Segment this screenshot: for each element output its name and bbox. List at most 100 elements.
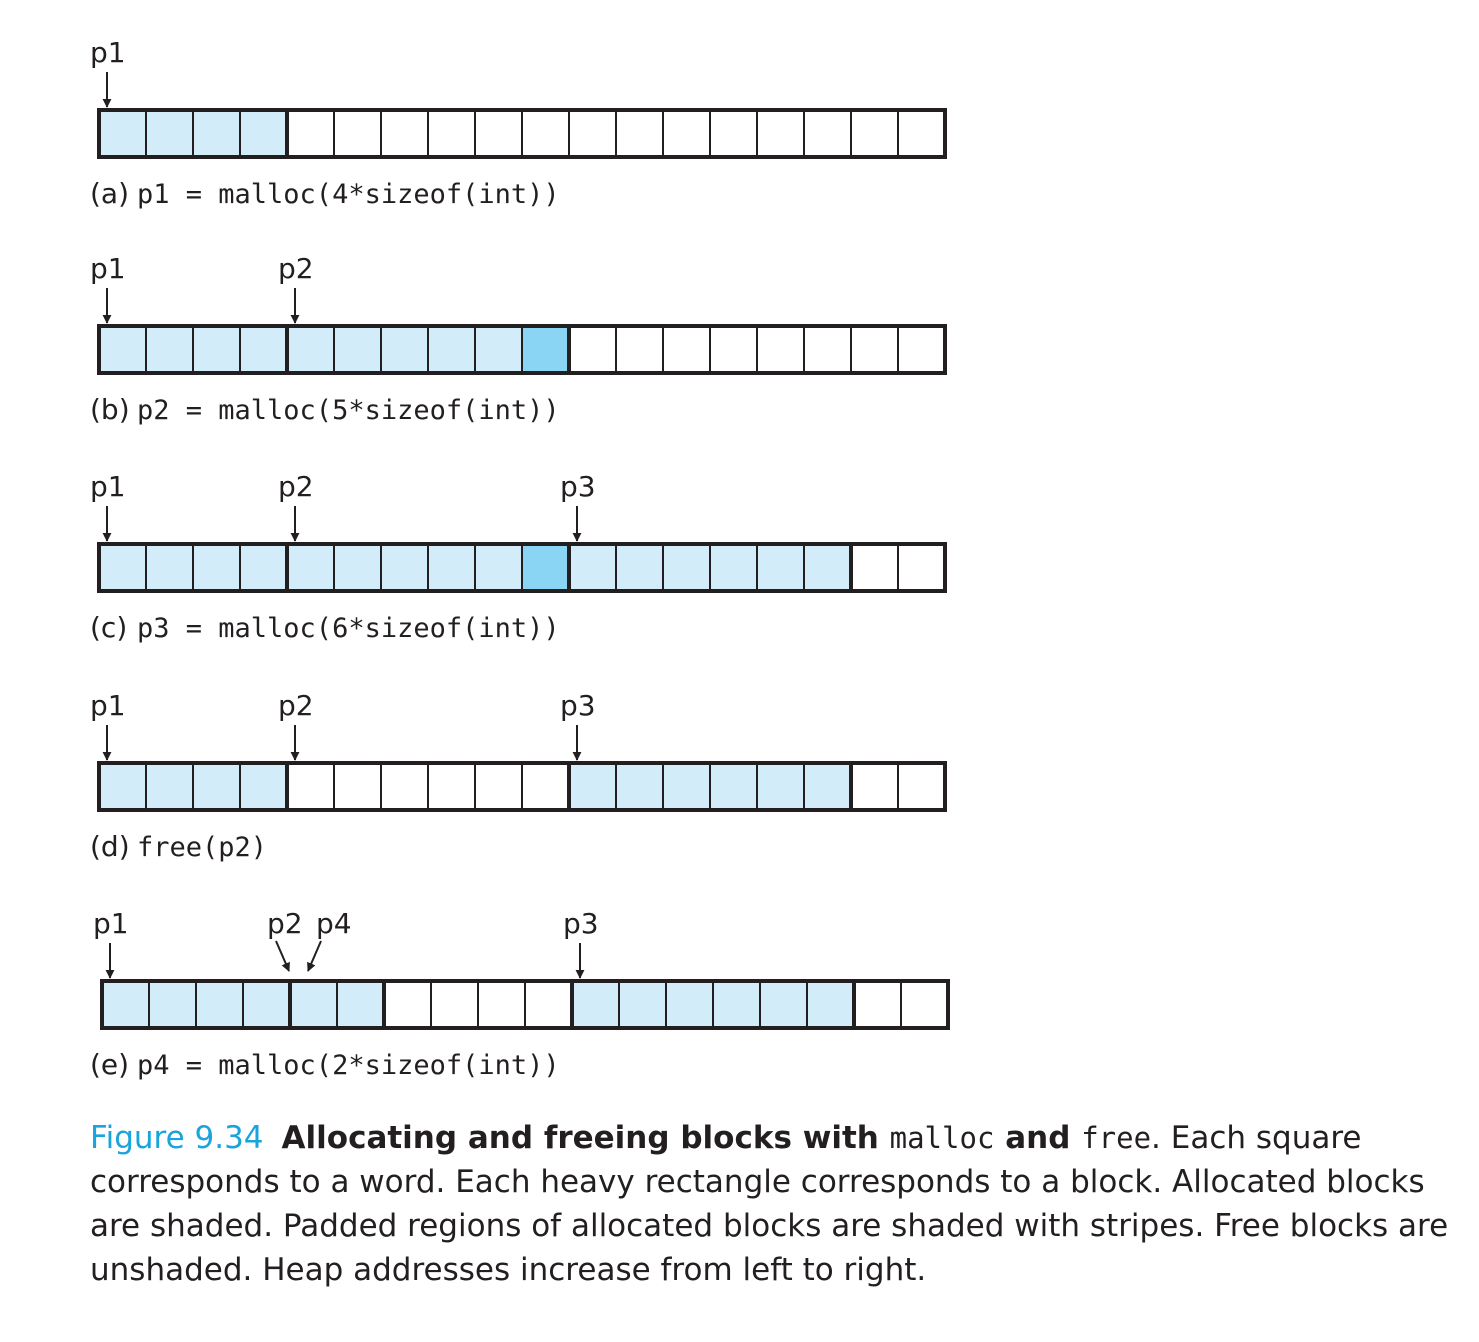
word-cell (568, 109, 617, 158)
word-cell (850, 543, 899, 592)
word-cell (145, 543, 194, 592)
figure-label: Figure 9.34 (90, 1120, 264, 1156)
word-cell (192, 543, 241, 592)
word-cell (239, 325, 288, 374)
word-cell (615, 543, 664, 592)
panel-tag-a: (a) (90, 177, 129, 210)
word-cell (709, 762, 758, 811)
word-cell (803, 543, 852, 592)
panel-code-b: p2 = malloc(5*sizeof(int)) (137, 395, 560, 426)
word-cell (806, 980, 855, 1029)
pointer-label-p1: p1 (90, 252, 126, 285)
word-cell (897, 543, 946, 592)
word-cell (853, 980, 902, 1029)
free-block (285, 108, 947, 159)
free-block (849, 761, 947, 812)
figure-title-and: and (1005, 1120, 1071, 1156)
word-cell (427, 325, 476, 374)
word-cell (289, 980, 338, 1029)
word-cell (430, 980, 479, 1029)
word-cell (568, 543, 617, 592)
word-cell (336, 980, 385, 1029)
figure-caption-body: . Each square corresponds to a word. Eac… (90, 1120, 1449, 1288)
figure-title-code-malloc: malloc (889, 1121, 995, 1155)
word-cell (615, 109, 664, 158)
word-cell (242, 980, 291, 1029)
figure-title: Allocating and freeing blocks with mallo… (282, 1120, 1152, 1156)
word-cell (380, 543, 429, 592)
pointer-label-p2: p2 (267, 907, 303, 940)
word-cell (333, 109, 382, 158)
word-cell (145, 109, 194, 158)
heap-row-a: p1(a)p1 = malloc(4*sizeof(int)) (90, 36, 947, 210)
word-cell (665, 980, 714, 1029)
word-cell (521, 762, 570, 811)
panel-tag-b: (b) (90, 393, 130, 426)
word-cell (427, 109, 476, 158)
word-cell (756, 543, 805, 592)
word-cell (333, 543, 382, 592)
word-cell (98, 762, 147, 811)
word-cell (474, 543, 523, 592)
pointer-label-p4: p4 (316, 907, 352, 940)
pointer-label-p3: p3 (560, 470, 596, 503)
word-cell (709, 109, 758, 158)
word-cell (897, 325, 946, 374)
word-cell (662, 543, 711, 592)
word-cell (618, 980, 667, 1029)
word-cell (756, 762, 805, 811)
word-cell (98, 325, 147, 374)
word-cell (900, 980, 949, 1029)
free-block (852, 979, 950, 1030)
pointer-label-p3: p3 (560, 689, 596, 722)
word-cell (709, 543, 758, 592)
word-cell (333, 325, 382, 374)
pointer-label-p1: p1 (90, 470, 126, 503)
pointer-label-p2: p2 (278, 470, 314, 503)
word-cell (662, 109, 711, 158)
word-cell (756, 109, 805, 158)
word-cell (145, 762, 194, 811)
word-cell (380, 109, 429, 158)
word-cell (521, 543, 570, 592)
word-cell (850, 109, 899, 158)
word-cell (615, 325, 664, 374)
word-cell (333, 762, 382, 811)
word-cell (568, 762, 617, 811)
free-block (849, 542, 947, 593)
panel-tag-d: (d) (90, 830, 130, 863)
word-cell (145, 325, 194, 374)
word-cell (712, 980, 761, 1029)
figure-title-code-free: free (1081, 1121, 1152, 1155)
word-cell (662, 762, 711, 811)
panel-code-c: p3 = malloc(6*sizeof(int)) (137, 613, 560, 644)
word-cell (850, 762, 899, 811)
panel-code-d: free(p2) (137, 832, 267, 863)
word-cell (521, 325, 570, 374)
pointer-label-p1: p1 (90, 36, 126, 69)
pointer-arrow-p4 (307, 940, 322, 972)
word-cell (148, 980, 197, 1029)
panel-tag-e: (e) (90, 1048, 129, 1081)
free-block (567, 324, 947, 375)
word-cell (850, 325, 899, 374)
word-cell (98, 109, 147, 158)
figure-caption: Figure 9.34 Allocating and freeing blocks… (90, 1116, 1475, 1292)
word-cell (709, 325, 758, 374)
word-cell (662, 325, 711, 374)
pointer-label-p3: p3 (563, 907, 599, 940)
word-cell (239, 109, 288, 158)
figure-title-text: Allocating and freeing blocks with (281, 1120, 879, 1156)
pointer-label-p2: p2 (278, 689, 314, 722)
word-cell (192, 325, 241, 374)
word-cell (98, 543, 147, 592)
word-cell (192, 109, 241, 158)
word-cell (101, 980, 150, 1029)
word-cell (286, 543, 335, 592)
word-cell (474, 325, 523, 374)
pointer-label-p1: p1 (93, 907, 129, 940)
word-cell (286, 109, 335, 158)
pointer-arrow-p2 (275, 940, 290, 972)
